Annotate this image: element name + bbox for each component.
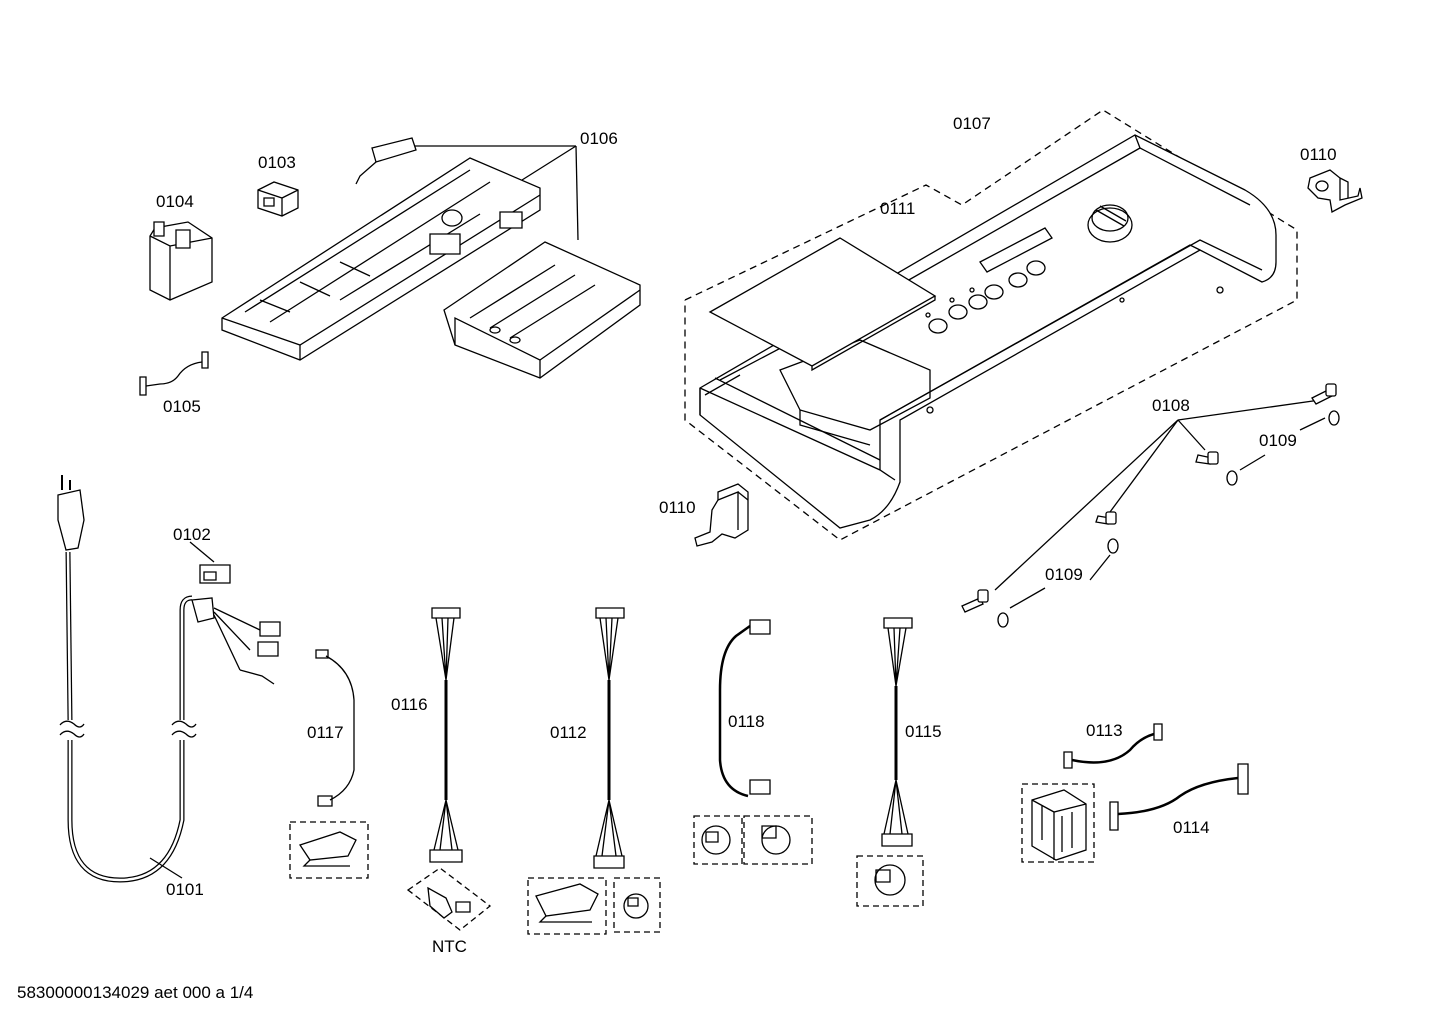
bracket-left (695, 484, 748, 546)
label-0115: 0115 (905, 722, 942, 741)
label-0110-left: 0110 (659, 498, 696, 517)
screws-and-washers (962, 384, 1339, 627)
drawing-reference-number: 58300000134029 aet 000 a 1/4 (17, 983, 254, 1002)
panel-assembly-outline (685, 110, 1297, 540)
label-0112: 0112 (550, 723, 587, 742)
label-ntc: NTC (432, 937, 467, 956)
cable-terminal-0102 (190, 542, 280, 684)
electronic-module (222, 138, 640, 378)
label-0109-lower: 0109 (1045, 565, 1083, 584)
cable-0118 (694, 620, 812, 864)
cable-0114 (1022, 764, 1248, 862)
label-0106: 0106 (580, 129, 618, 148)
cable-0117 (290, 650, 368, 878)
label-0105: 0105 (163, 397, 201, 416)
cable-0115 (857, 618, 923, 906)
label-0116: 0116 (391, 695, 428, 714)
label-0108: 0108 (1152, 396, 1190, 415)
label-0109-upper: 0109 (1259, 431, 1297, 450)
bracket-right (1308, 170, 1362, 212)
interference-block (258, 182, 298, 216)
cable-0116 (408, 608, 490, 930)
label-0117: 0117 (307, 723, 344, 742)
label-0103: 0103 (258, 153, 296, 172)
suppression-filter (150, 222, 212, 300)
label-0113: 0113 (1086, 721, 1123, 740)
label-0111: 0111 (880, 199, 916, 218)
label-0114: 0114 (1173, 818, 1210, 837)
cable-0113 (1064, 724, 1162, 768)
overlay-sheet (710, 238, 935, 370)
control-panel-fascia (700, 135, 1276, 528)
cable-0112 (528, 608, 660, 934)
small-cable-0105 (140, 352, 208, 395)
label-0101: 0101 (166, 880, 204, 899)
label-0118: 0118 (728, 712, 765, 731)
label-0107: 0107 (953, 114, 991, 133)
label-0104: 0104 (156, 192, 194, 211)
mains-cable (58, 475, 196, 880)
label-0110-right: 0110 (1300, 145, 1337, 164)
label-0102: 0102 (173, 525, 211, 544)
